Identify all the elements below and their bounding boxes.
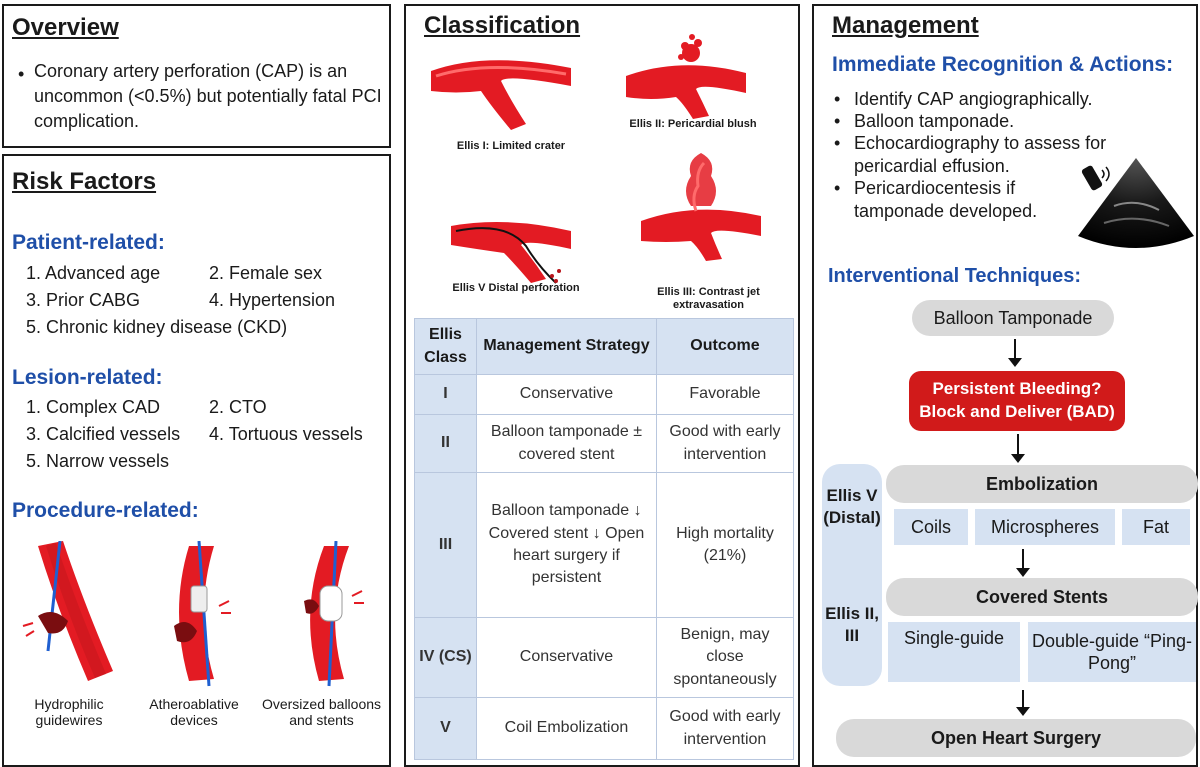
oversized-balloon-illustration	[304, 541, 364, 687]
table-cell: Conservative	[476, 617, 657, 698]
ellis-1-vessel-illustration	[431, 60, 571, 130]
caption-atheroablative: Atheroablative devices	[149, 696, 239, 729]
arrow-down-icon	[1016, 549, 1030, 577]
ellis-management-table: Ellis Class Management Strategy Outcome …	[414, 318, 795, 760]
table-cell: High mortality (21%)	[655, 472, 795, 618]
arrow-down-icon	[1011, 434, 1025, 463]
table-cell: Coil Embolization	[476, 697, 657, 760]
table-cell: Conservative	[476, 374, 657, 415]
lesion-item: 4. Tortuous vessels	[209, 424, 363, 444]
patient-item: 3. Prior CABG	[26, 290, 141, 310]
management-panel: Management Immediate Recognition & Actio…	[812, 4, 1198, 767]
risk-title: Risk Factors	[12, 168, 157, 195]
table-header: Ellis Class	[414, 318, 477, 375]
ellis-3-vessel-illustration	[641, 153, 761, 261]
table-cell: Balloon tamponade ± covered stent	[476, 414, 657, 473]
table-row: IV (CS) Conservative Benign, may close s…	[414, 617, 795, 698]
immediate-heading: Immediate Recognition & Actions:	[832, 53, 1174, 76]
ellis-2-label: Ellis II: Pericardial blush	[629, 118, 757, 130]
patient-item: 1. Advanced age	[26, 263, 161, 283]
lesion-item: 3. Calcified vessels	[26, 424, 181, 444]
ellis-5-label: Ellis V Distal perforation	[452, 282, 580, 294]
risk-factors-panel: Risk Factors Patient-related: 1. Advance…	[2, 154, 391, 767]
side-label-ellis-ii-iii: Ellis II, III	[825, 604, 879, 646]
table-cell: III	[414, 472, 477, 618]
bullet-icon: •	[834, 89, 841, 109]
lesion-item: 1. Complex CAD	[26, 397, 161, 417]
patient-item: 2. Female sex	[209, 263, 323, 283]
caption-hydrophilic: Hydrophilic guidewires	[34, 696, 104, 729]
overview-title: Overview	[12, 14, 119, 41]
ellis-5-vessel-illustration	[451, 222, 571, 284]
option-fat: Fat	[1122, 509, 1190, 545]
table-row: V Coil Embolization Good with early inte…	[414, 697, 795, 760]
table-cell: Good with early intervention	[655, 414, 795, 473]
arrow-down-icon	[1016, 690, 1030, 716]
ellis-side-bar	[822, 464, 882, 686]
atheroablative-device-illustration	[174, 541, 231, 687]
echocardiography-icon	[1078, 158, 1194, 248]
immediate-item: Pericardiocentesis if tamponade develope…	[854, 178, 1038, 221]
caption-oversized: Oversized balloons and stents	[261, 696, 382, 729]
open-heart-surgery-step: Open Heart Surgery	[836, 719, 1196, 757]
bullet-icon: •	[834, 133, 841, 153]
table-cell: Balloon tamponade ↓ Covered stent ↓ Open…	[476, 472, 657, 618]
table-cell: II	[414, 414, 477, 473]
interventional-heading: Interventional Techniques:	[828, 265, 1081, 287]
table-cell: I	[414, 374, 477, 415]
lesion-item: 5. Narrow vessels	[26, 451, 170, 471]
ellis-3-label: Ellis III: Contrast jet extravasation	[657, 286, 760, 312]
table-row: I Conservative Favorable	[414, 374, 795, 415]
procedure-heading: Procedure-related:	[12, 499, 199, 522]
embolization-step: Embolization	[886, 465, 1198, 503]
option-microspheres: Microspheres	[975, 509, 1115, 545]
lesion-item: 2. CTO	[209, 397, 267, 417]
side-label-ellis-v: Ellis V (Distal)	[823, 486, 881, 528]
patient-item: 5. Chronic kidney disease (CKD)	[26, 317, 288, 337]
arrow-down-icon	[1008, 339, 1022, 367]
immediate-item: Echocardiography to assess for pericardi…	[854, 133, 1107, 176]
table-row: III Balloon tamponade ↓ Covered stent ↓ …	[414, 472, 795, 618]
bad-step: Persistent Bleeding? Block and Deliver (…	[909, 371, 1125, 431]
patient-heading: Patient-related:	[12, 231, 165, 254]
table-cell: Favorable	[655, 374, 795, 415]
ellis-1-label: Ellis I: Limited crater	[456, 140, 566, 152]
classification-panel: Classification Ellis I: Limited crater E…	[404, 4, 800, 767]
option-double-guide: Double-guide “Ping-Pong”	[1028, 622, 1196, 682]
immediate-item: Identify CAP angiographically.	[854, 89, 1093, 109]
table-cell: V	[414, 697, 477, 760]
table-cell: Benign, may close spontaneously	[655, 617, 795, 698]
table-header: Outcome	[655, 318, 795, 375]
management-title: Management	[832, 12, 979, 39]
overview-text: Coronary artery perforation (CAP) is an …	[34, 61, 382, 132]
option-single-guide: Single-guide	[888, 622, 1020, 682]
table-cell: Good with early intervention	[655, 697, 795, 760]
bullet-icon: •	[834, 111, 841, 131]
table-header: Management Strategy	[476, 318, 657, 375]
overview-panel: Overview • Coronary artery perforation (…	[2, 4, 391, 148]
lesion-heading: Lesion-related:	[12, 366, 163, 389]
table-cell: IV (CS)	[414, 617, 477, 698]
bullet-icon: •	[18, 64, 25, 84]
option-coils: Coils	[894, 509, 968, 545]
hydrophilic-guidewire-illustration	[22, 541, 113, 681]
ellis-2-vessel-illustration	[626, 34, 746, 119]
covered-stents-step: Covered Stents	[886, 578, 1198, 616]
bullet-icon: •	[834, 178, 841, 198]
table-row: II Balloon tamponade ± covered stent Goo…	[414, 414, 795, 473]
patient-item: 4. Hypertension	[209, 290, 336, 310]
balloon-tamponade-step: Balloon Tamponade	[912, 300, 1114, 336]
classification-title: Classification	[424, 12, 581, 39]
immediate-item: Balloon tamponade.	[854, 111, 1015, 131]
